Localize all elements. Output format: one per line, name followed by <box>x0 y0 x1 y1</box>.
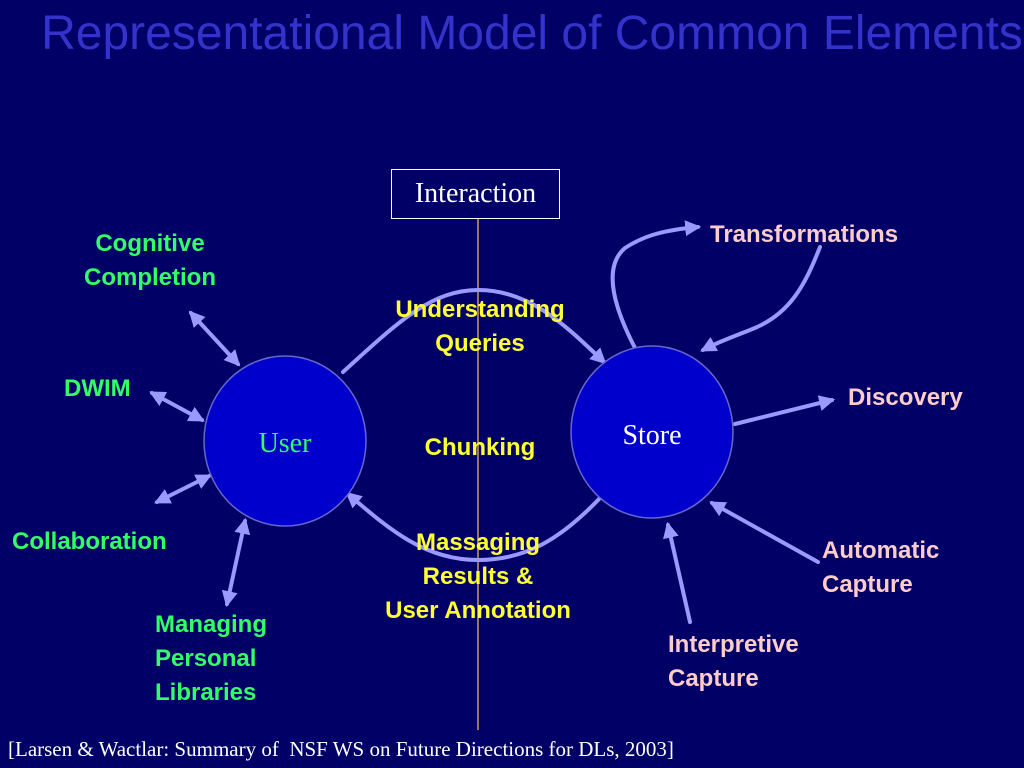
store-node <box>570 345 734 519</box>
discovery-label: Discovery <box>848 384 963 411</box>
massaging-results-label: Massaging Results & User Annotation <box>385 529 571 624</box>
slide-title: Representational Model of Common Element… <box>41 7 1023 60</box>
arrow-dwim <box>149 391 205 422</box>
cognitive-completion-label: Cognitive Completion <box>84 230 216 291</box>
interaction-box: Interaction <box>391 169 560 219</box>
automatic-capture-label: Automatic Capture <box>822 537 940 598</box>
managing-libraries-label: Managing Personal Libraries <box>155 611 267 706</box>
arrow-to-transformations <box>610 220 702 350</box>
arrow-store-to-user <box>345 491 603 563</box>
understanding-queries-label: Understanding Queries <box>395 296 565 357</box>
arrow-user-to-store <box>341 287 607 374</box>
arrow-cognitive-completion <box>188 310 241 367</box>
user-node-label: User <box>258 428 312 459</box>
store-node-label: Store <box>622 420 682 451</box>
citation-footer: [Larsen & Wactlar: Summary of NSF WS on … <box>8 737 674 761</box>
interpretive-capture-label: Interpretive Capture <box>668 631 799 692</box>
transformations-label: Transformations <box>710 221 899 248</box>
collaboration-label: Collaboration <box>12 528 167 555</box>
dwim-label: DWIM <box>64 375 131 402</box>
arrow-from-transformations <box>700 245 822 352</box>
arrow-managing-libraries <box>221 517 251 608</box>
user-node <box>203 355 367 527</box>
arrow-automatic-capture <box>709 501 820 564</box>
chunking-label: Chunking <box>424 434 536 461</box>
arrow-interpretive-capture <box>663 521 692 624</box>
arrow-to-discovery <box>733 395 836 426</box>
arrow-collaboration <box>154 474 212 504</box>
